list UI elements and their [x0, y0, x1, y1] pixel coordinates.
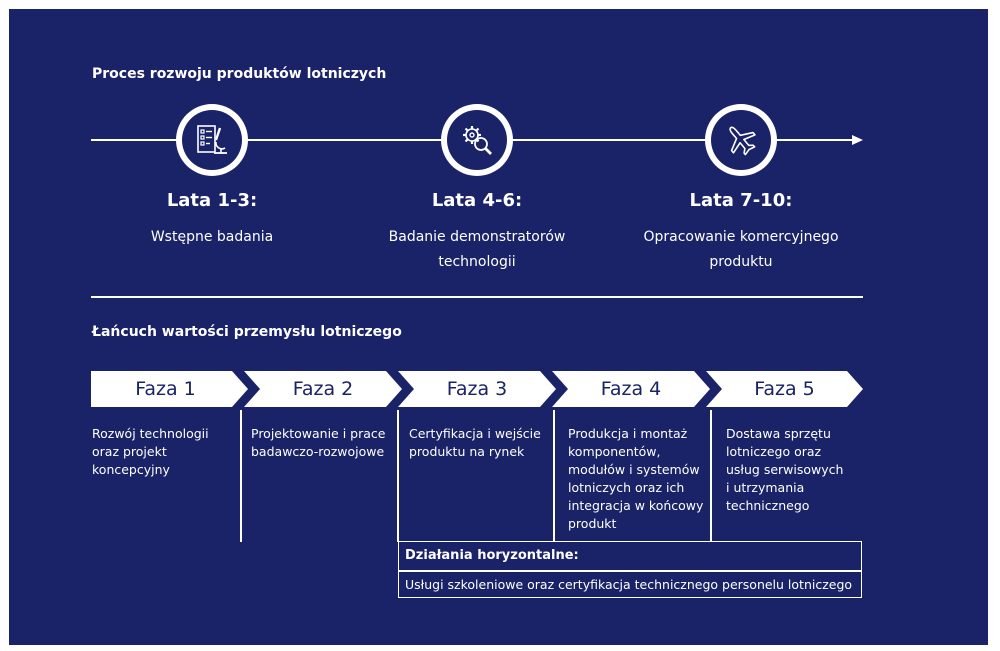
phase-1-chevron: Faza 1 — [91, 371, 248, 407]
phase-5-description: Dostawa sprzętu lotniczego oraz usług se… — [726, 425, 862, 515]
step-1-desc-line: Wstępne badania — [150, 229, 274, 245]
phase-separator — [710, 410, 712, 542]
horizontal-activities-divider — [399, 570, 861, 572]
step-3-desc: Opracowanie komercyjnego produktu — [621, 225, 861, 275]
description-line: Dostawa sprzętu — [726, 426, 831, 441]
step-1-desc: Wstępne badania — [92, 225, 332, 250]
description-line: Projektowanie i prace — [251, 426, 386, 441]
phase-3-chevron: Faza 3 — [398, 371, 556, 407]
step-1-title: Lata 1-3: — [166, 190, 258, 211]
description-line: produkt — [568, 516, 617, 531]
step-2-title: Lata 4-6: — [431, 190, 523, 211]
airplane-icon — [729, 126, 756, 156]
description-line: modułów i systemów — [568, 462, 700, 477]
step-3-title: Lata 7-10: — [689, 190, 793, 211]
description-line: koncepcyjny — [92, 462, 170, 477]
horizontal-activities-text: Usługi szkoleniowe oraz certyfikacja tec… — [405, 577, 853, 592]
phase-3-label: Faza 3 — [446, 378, 508, 400]
description-line: i utrzymania — [726, 480, 805, 495]
value-chain-heading: Łańcuch wartości przemysłu lotniczego — [92, 324, 402, 340]
step-2-desc: Badanie demonstratorów technologii — [357, 225, 597, 275]
description-line: lotniczego oraz — [726, 444, 822, 459]
section-divider — [91, 296, 863, 298]
phase-separator — [553, 410, 555, 542]
phase-separator — [397, 410, 399, 542]
step-2-circle — [441, 104, 513, 176]
description-line: lotniczych oraz ich — [568, 480, 685, 495]
step-2-desc-line: Badanie demonstratorów — [388, 229, 566, 245]
timeline-arrowhead — [852, 135, 863, 145]
phase-2-chevron: Faza 2 — [244, 371, 402, 407]
horizontal-activities-title: Działania horyzontalne: — [405, 548, 579, 563]
description-line: badawczo-rozwojowe — [251, 444, 385, 459]
gears-magnifier-icon — [463, 126, 492, 155]
description-line: komponentów, — [568, 444, 661, 459]
research-checklist-microscope-icon — [197, 125, 227, 154]
step-3-desc-line: Opracowanie komercyjnego — [643, 229, 839, 245]
step-2-desc-line: technologii — [438, 254, 516, 270]
phase-2-label: Faza 2 — [292, 378, 354, 400]
description-line: produktu na rynek — [409, 444, 525, 459]
step-3-desc-line: produktu — [709, 254, 773, 270]
phase-3-description: Certyfikacja i wejście produktu na rynek — [409, 425, 551, 461]
description-line: usług serwisowych — [726, 462, 844, 477]
description-line: technicznego — [726, 498, 810, 513]
phase-4-chevron: Faza 4 — [552, 371, 710, 407]
phase-separator — [240, 410, 242, 542]
phase-2-description: Projektowanie i prace badawczo-rozwojowe — [251, 425, 393, 461]
phase-4-description: Produkcja i montaż komponentów, modułów … — [568, 425, 710, 533]
phase-1-label: Faza 1 — [135, 378, 196, 400]
description-line: Produkcja i montaż — [568, 426, 688, 441]
step-3-circle — [705, 104, 777, 176]
step-1-circle — [176, 104, 248, 176]
phase-5-label: Faza 5 — [754, 378, 815, 400]
horizontal-activities-box: Działania horyzontalne: Usługi szkolenio… — [398, 541, 862, 598]
process-heading: Proces rozwoju produktów lotniczych — [92, 66, 387, 82]
description-line: integracja w końcowy — [568, 498, 704, 513]
phase-5-chevron: Faza 5 — [706, 371, 863, 407]
phase-1-description: Rozwój technologii oraz projekt koncepcy… — [92, 425, 232, 479]
description-line: Rozwój technologii — [92, 426, 209, 441]
phase-4-label: Faza 4 — [600, 378, 662, 400]
description-line: Certyfikacja i wejście — [409, 426, 541, 441]
description-line: oraz projekt — [92, 444, 167, 459]
